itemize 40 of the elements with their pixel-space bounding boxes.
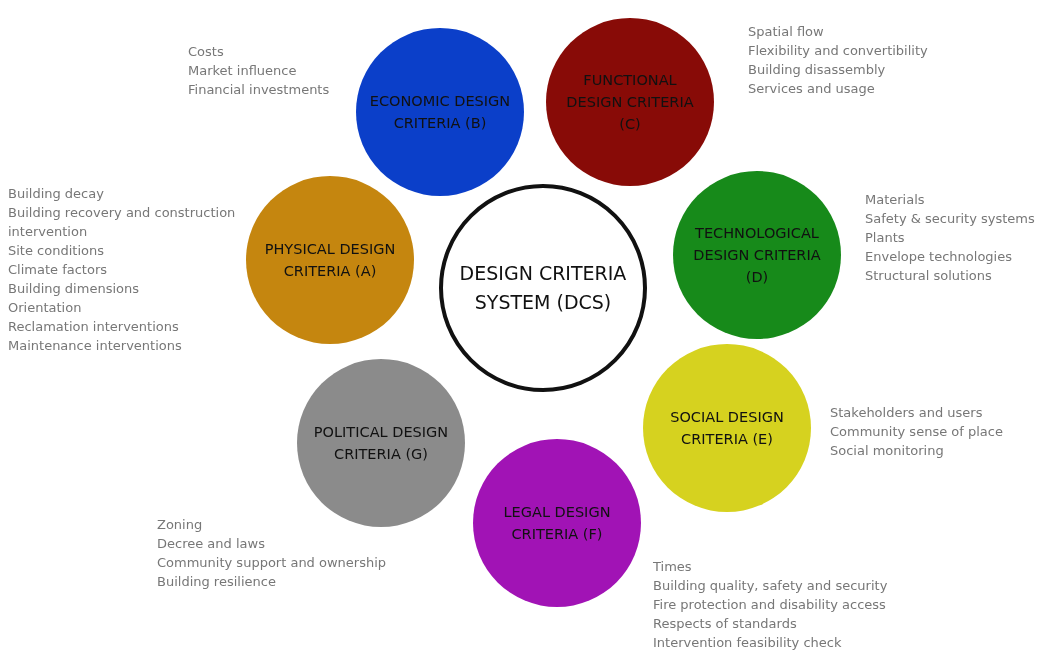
criteria-item: Services and usage [748, 80, 876, 98]
criteria-item: Building recovery and construction intervention [8, 204, 237, 241]
criteria-item: Community sense of place [830, 423, 1004, 441]
criteria-title: FUNCTIONAL DESIGN CRITERIA (C) [565, 71, 695, 134]
criteria-title: TECHNOLOGICAL DESIGN CRITERIA (D) [692, 224, 822, 287]
criteria-item: Building decay [8, 185, 105, 203]
criteria-title: PHYSICAL DESIGN CRITERIA (A) [263, 240, 397, 281]
criteria-item: Fire protection and disability access [653, 596, 887, 614]
criteria-title: POLITICAL DESIGN CRITERIA (G) [312, 423, 450, 464]
criteria-item: Intervention feasibility check [653, 634, 843, 652]
criteria-item: Building resilience [157, 573, 277, 591]
criteria-item: Costs [188, 43, 225, 61]
criteria-item: Building dimensions [8, 280, 140, 298]
criteria-item: Social monitoring [830, 442, 945, 460]
criteria-item: Spatial flow [748, 23, 825, 41]
criteria-item: Financial investments [188, 81, 331, 99]
criteria-item: Times [653, 558, 693, 576]
criteria-item: Stakeholders and users [830, 404, 984, 422]
criteria-item: Envelope technologies [865, 248, 1013, 266]
criteria-item: Materials [865, 191, 926, 209]
criteria-item: Zoning [157, 516, 204, 534]
criteria-title: DESIGN CRITERIA SYSTEM (DCS) [458, 261, 628, 315]
criteria-item: Climate factors [8, 261, 109, 279]
criteria-item: Site conditions [8, 242, 105, 260]
criteria-item: Community support and ownership [157, 554, 388, 572]
criteria-item: Building disassembly [748, 61, 887, 79]
criteria-item: Plants [865, 229, 906, 247]
criteria-item: Building quality, safety and security [653, 577, 889, 595]
criteria-item: Flexibility and convertibility [748, 42, 929, 60]
criteria-item: Orientation [8, 299, 83, 317]
criteria-title: SOCIAL DESIGN CRITERIA (E) [669, 408, 785, 449]
criteria-item: Maintenance interventions [8, 337, 183, 355]
criteria-item: Respects of standards [653, 615, 798, 633]
criteria-item: Market influence [188, 62, 298, 80]
criteria-item: Decree and laws [157, 535, 266, 553]
criteria-title: ECONOMIC DESIGN CRITERIA (B) [368, 92, 512, 133]
criteria-item: Structural solutions [865, 267, 993, 285]
criteria-item: Reclamation interventions [8, 318, 180, 336]
criteria-title: LEGAL DESIGN CRITERIA (F) [502, 503, 612, 544]
criteria-item: Safety & security systems [865, 210, 1036, 228]
